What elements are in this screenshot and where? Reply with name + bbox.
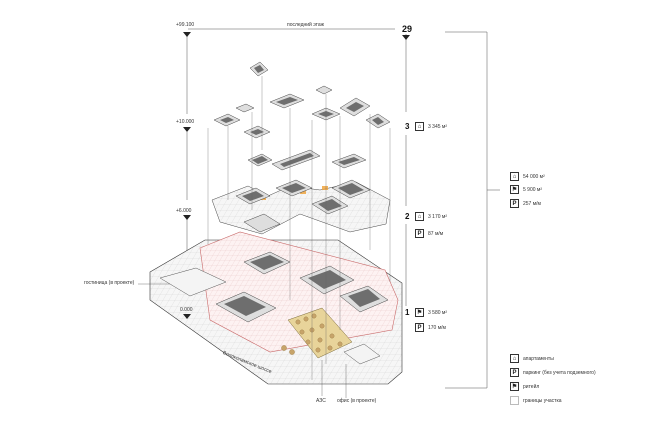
courtyard-trees	[281, 313, 343, 355]
total-apartments: 54 000 м²	[523, 174, 545, 180]
legend-boundary-label: границы участка	[523, 398, 562, 404]
top-floor-label: последний этаж	[287, 22, 325, 28]
elevation-upper-marker-icon	[183, 127, 191, 132]
leader-lines	[138, 283, 347, 398]
top-elevation-label: +99.100	[176, 22, 195, 28]
top-floor-marker-icon	[402, 35, 410, 40]
hotel-label: гостиница (в проекте)	[84, 280, 135, 286]
legend-parking-label: паркинг (без учета подземного)	[523, 370, 596, 376]
apartments-icon: ⌂	[510, 354, 519, 363]
parking-icon: P	[510, 368, 519, 377]
elevation-axis	[186, 28, 407, 306]
total-parking: 257 м/м	[523, 201, 541, 207]
parking-icon: P	[510, 199, 519, 208]
retail-icon: ⚑	[415, 308, 424, 317]
apartments-icon: ⌂	[415, 212, 424, 221]
elevation-middle-marker-icon	[183, 215, 191, 220]
level-3-towers	[213, 61, 391, 171]
level-1-parking: 170 м/м	[428, 325, 446, 331]
courtyard	[287, 307, 353, 359]
level-3-area: 3 345 м²	[428, 124, 448, 130]
ground-floor-plate	[149, 231, 403, 385]
retail-icon: ⚑	[510, 185, 519, 194]
level-2-roofs	[242, 183, 364, 211]
elevation-ground-marker-icon	[183, 314, 191, 319]
elevation-ground: 0.000	[180, 307, 193, 313]
office-label: офис (в проекте)	[337, 398, 377, 404]
gas-station-label: АЗС	[316, 398, 326, 404]
elevation-middle: +6.000	[176, 208, 192, 214]
level-2-plate	[211, 179, 391, 235]
apartments-icon: ⌂	[415, 122, 424, 131]
projection-lines	[207, 76, 391, 380]
ground-building-roofs	[224, 255, 380, 316]
hotel-block	[159, 267, 227, 297]
level-1-number: 1	[405, 308, 410, 317]
site-boundary-icon	[510, 396, 519, 405]
retail-icon: ⚑	[510, 382, 519, 391]
level-2-number: 2	[405, 212, 410, 221]
level-1-area: 3 580 м²	[428, 310, 448, 316]
legend-apartments-label: апартаменты	[523, 356, 554, 362]
office-block	[343, 343, 381, 365]
total-retail: 5 900 м²	[523, 187, 543, 193]
legend-retail-label: ритейл	[523, 384, 540, 390]
elevation-upper: +10.000	[176, 119, 195, 125]
apartments-icon: ⌂	[510, 172, 519, 181]
totals-bracket	[445, 31, 500, 389]
level-2-area: 3 170 м²	[428, 214, 448, 220]
top-floor-number: 29	[402, 24, 413, 34]
parking-icon: P	[415, 229, 424, 238]
top-elevation-marker-icon	[183, 32, 191, 37]
level-3-number: 3	[405, 122, 410, 131]
parking-icon: P	[415, 323, 424, 332]
level-2-parking: 87 м/м	[428, 231, 444, 237]
